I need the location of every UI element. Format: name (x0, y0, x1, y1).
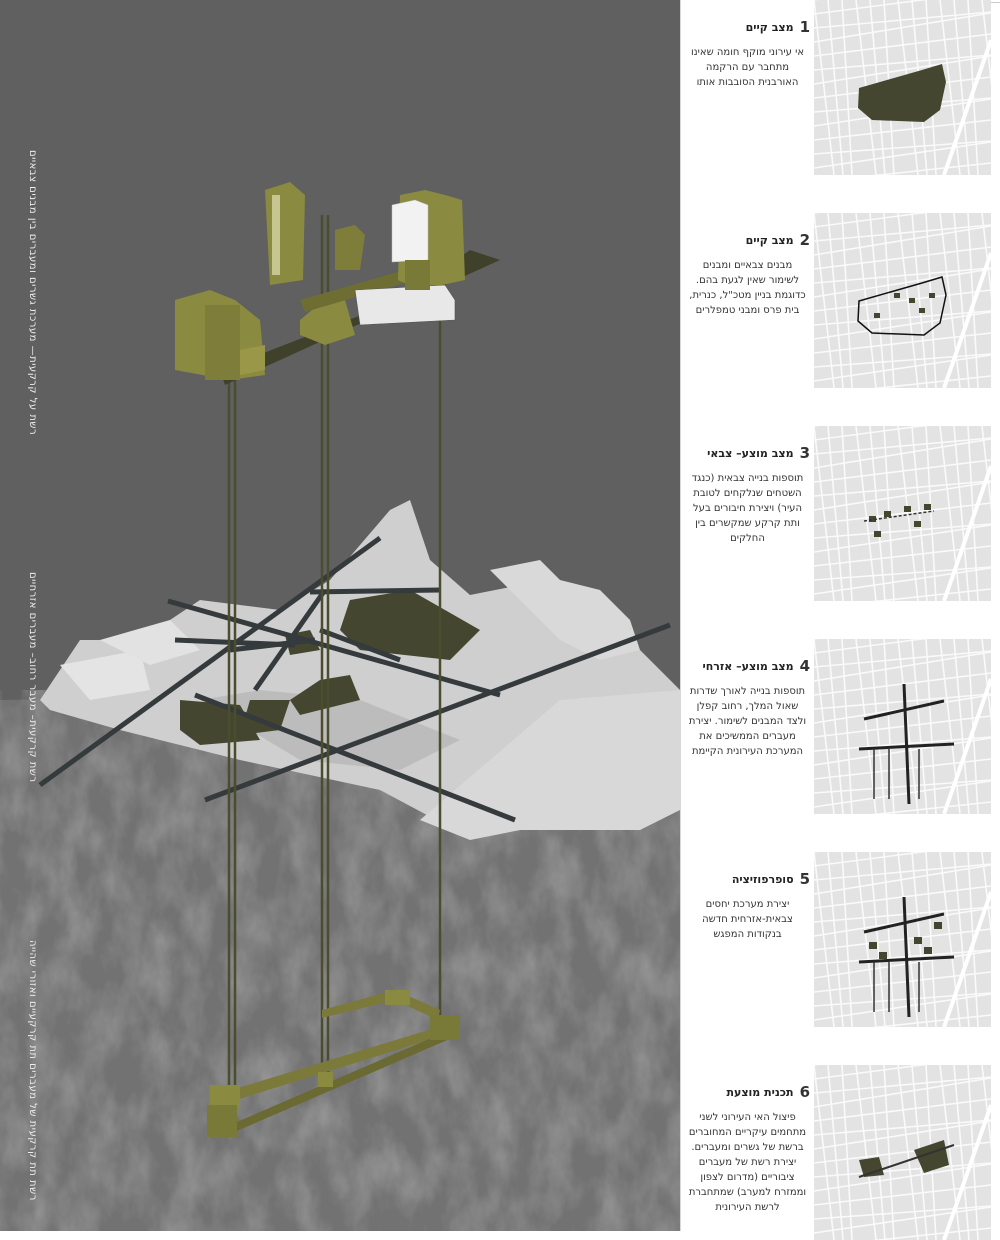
map-thumbnail-6 (814, 1065, 991, 1240)
military-buildings (175, 182, 500, 385)
step-title: מצב מוצע– אזרחי (702, 659, 794, 673)
label-underground-network: רשת תת קרקעית של מעברים תת קרקעיים ואזור… (27, 940, 38, 1201)
step-text: פיצול האי העירוני לשני מתחמים עיקריים המ… (688, 1112, 807, 1213)
underground-tunnels (207, 990, 460, 1137)
axonometric-layers-diagram (0, 0, 680, 1231)
step-4: 4 מצב מוצע– אזרחי תוספות בנייה לאורך שדרו… (681, 657, 814, 759)
map-thumbnail-2 (814, 213, 991, 388)
step-text: מבנים צבאיים ומבנים לשימור שאין לגעת בהם… (689, 260, 806, 316)
map-thumbnail-5 (814, 852, 991, 1027)
step-title: סופרפוזיציה (731, 872, 794, 886)
step-text: יצירת מערכת יחסים צבאית-אזרחית חדשה בנקו… (702, 899, 793, 940)
step-text: אי עירוני מוקף חומה שאינו מתחבר עם הרקמה… (690, 47, 805, 88)
process-steps-panel: 1 מצב קיים אי עירוני מוקף חומה שאינו מתחב… (680, 0, 1000, 1240)
map-thumbnail-3 (814, 426, 991, 601)
step-3: 3 מצב מוצע– צבאי תוספות בנייה צבאית (כנגד… (681, 444, 814, 546)
step-6: 6 תכנית מוצעת פיצול האי העירוני לשני מתחמ… (681, 1083, 814, 1215)
step-number: 2 (799, 231, 810, 249)
step-title: מצב קיים (745, 20, 794, 34)
step-5: 5 סופרפוזיציה יצירת מערכת יחסים צבאית-אזר… (681, 870, 814, 942)
step-text: תוספות בנייה לאורך שדרות שאול המלך, רחוב… (688, 686, 807, 757)
step-number: 3 (799, 444, 810, 462)
step-number: 6 (799, 1083, 810, 1101)
step-2: 2 מצב קיים מבנים צבאיים ומבנים לשימור שאי… (681, 231, 814, 318)
map-thumbnail-1 (814, 0, 991, 175)
map-thumbnail-4 (814, 639, 991, 814)
step-title: תכנית מוצעת (726, 1085, 794, 1099)
step-title: מצב מוצע– צבאי (707, 446, 794, 460)
step-number: 4 (799, 657, 810, 675)
ground-plan-layer (38, 500, 680, 840)
label-ground-network: רשת קרקעית– מעבר רחוב– מעברים אזרחיים (27, 572, 38, 783)
step-title: מצב קיים (745, 233, 794, 247)
step-1: 1 מצב קיים אי עירוני מוקף חומה שאינו מתחב… (681, 18, 814, 90)
label-upper-network: רשת על קרקעית— מערכת גשרים ומעברים בין מ… (27, 150, 38, 436)
step-number: 1 (799, 18, 810, 36)
vertical-connectors (227, 192, 442, 1110)
step-text: תוספות בנייה צבאית (כנגד השטחים שנלקחים … (691, 473, 804, 544)
step-number: 5 (799, 870, 810, 888)
